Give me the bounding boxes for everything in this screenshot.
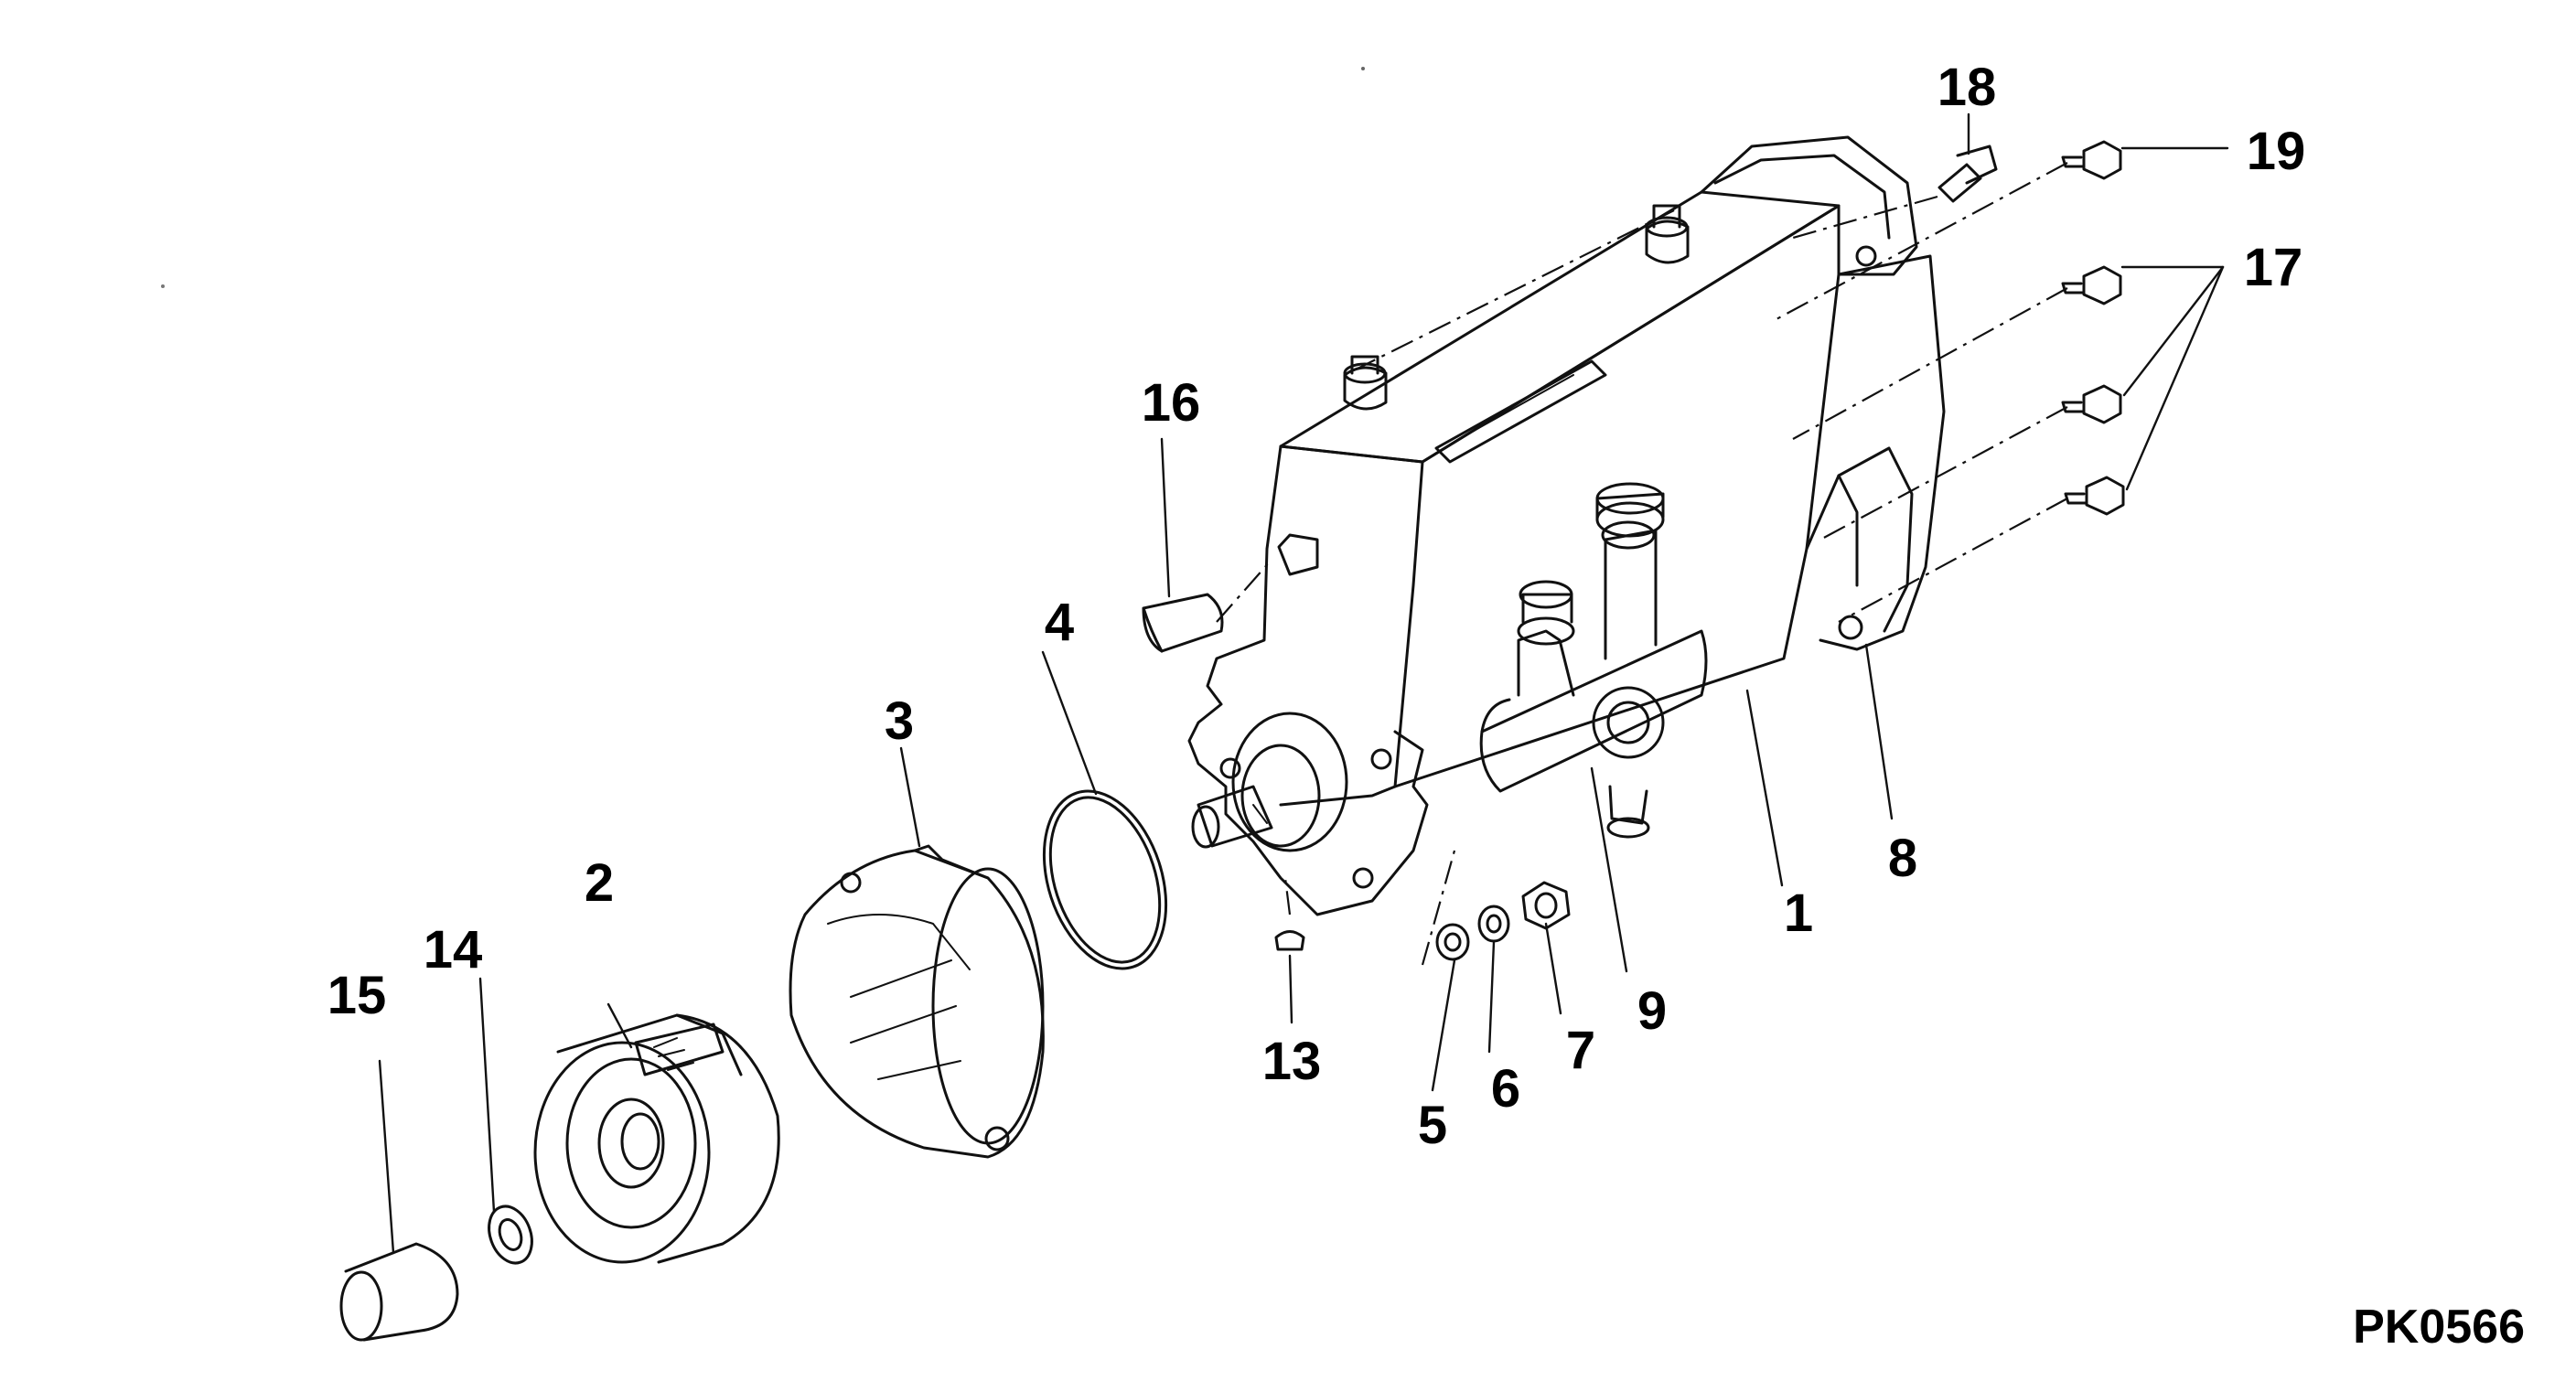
callout-15: 15	[327, 966, 387, 1025]
bolt-18	[1937, 145, 1998, 203]
callout-18: 18	[1937, 58, 1997, 117]
callout-19: 19	[2247, 122, 2306, 181]
callout-2: 2	[585, 853, 614, 913]
plug-15	[339, 1242, 459, 1342]
callout-13: 13	[1262, 1032, 1322, 1091]
leader-lines	[378, 112, 2229, 1255]
speck-mark	[161, 284, 165, 288]
bolt-17b	[2061, 384, 2122, 424]
callout-6: 6	[1491, 1059, 1520, 1119]
callout-17: 17	[2244, 238, 2303, 297]
bolt-19	[2061, 140, 2122, 180]
washer-14	[488, 1205, 533, 1265]
assembly-lines	[1216, 162, 2068, 966]
drive-housing	[789, 844, 1045, 1159]
bolt-17c	[2064, 476, 2125, 516]
speck-mark	[1361, 67, 1365, 70]
callout-5: 5	[1418, 1096, 1447, 1155]
callout-7: 7	[1566, 1021, 1595, 1080]
pump-body	[1187, 135, 1946, 916]
o-ring-outer	[1042, 789, 1168, 970]
callout-14: 14	[424, 920, 483, 980]
callout-4: 4	[1045, 593, 1074, 652]
washer-6	[1477, 905, 1510, 943]
callout-1: 1	[1784, 883, 1813, 943]
key-13	[1274, 930, 1305, 951]
bolt-17a	[2061, 265, 2122, 305]
callout-3: 3	[885, 691, 914, 751]
washer-5	[1435, 923, 1470, 961]
callout-8: 8	[1888, 829, 1917, 888]
nut-7	[1521, 881, 1571, 930]
callout-9: 9	[1637, 981, 1667, 1041]
governor-pulley	[533, 1013, 780, 1264]
callout-16: 16	[1142, 373, 1201, 433]
o-ring-inner	[1048, 796, 1162, 964]
figure-code: PK0566	[2353, 1301, 2525, 1354]
cap-16	[1142, 593, 1224, 653]
